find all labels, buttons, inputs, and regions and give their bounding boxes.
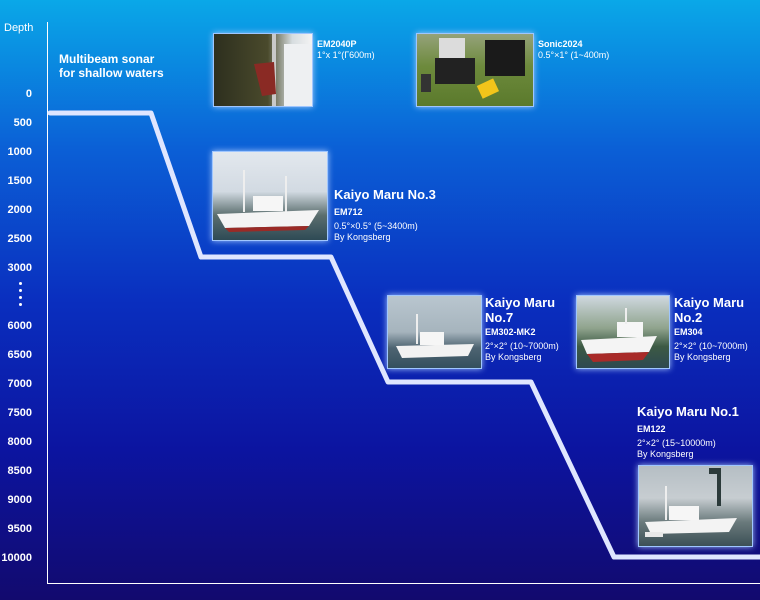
kaiyo-maru-1-photo — [638, 465, 753, 547]
ship-graphic — [396, 314, 474, 358]
depth-axis-line — [47, 22, 48, 584]
kaiyo-maru-7-info: Kaiyo Maru No.7 EM302-MK2 2°×2° (10~7000… — [485, 295, 565, 363]
depth-tick: 1000 — [7, 146, 32, 158]
ship-name: Kaiyo Maru No.1 — [637, 404, 739, 419]
shallow-label-line: Multibeam sonar — [59, 52, 155, 66]
sonic2024-photo — [416, 33, 534, 107]
depth-tick: 9500 — [7, 523, 32, 535]
baseline-axis-line — [47, 583, 760, 584]
depth-tick: 3000 — [7, 262, 32, 274]
sonic2024-spec: 0.5°×1° (1~400m) — [538, 50, 610, 60]
sonar-equipment-graphic — [421, 38, 525, 99]
kaiyo-maru-1-info: Kaiyo Maru No.1 EM122 2°×2° (15~10000m) … — [637, 404, 739, 460]
ship-graphic — [581, 308, 657, 362]
sonar-spec: 2°×2° (15~10000m) — [637, 438, 716, 448]
em2040p-info: EM2040P 1°x 1°(Γ600m) — [317, 39, 375, 61]
em2040p-photo — [213, 33, 313, 107]
kaiyo-maru-7-photo — [387, 295, 482, 369]
depth-tick: 7000 — [7, 378, 32, 390]
kaiyo-maru-2-info: Kaiyo Maru No.2 EM304 2°×2° (10~7000m) B… — [674, 295, 754, 363]
kaiyo-maru-2-photo — [576, 295, 670, 369]
depth-tick: 7500 — [7, 407, 32, 419]
ship-name: Kaiyo Maru No.3 — [334, 187, 436, 202]
seabed-profile-line — [47, 110, 760, 560]
depth-tick: 6500 — [7, 349, 32, 361]
depth-tick: 0 — [25, 88, 32, 100]
depth-tick: 1500 — [7, 175, 32, 187]
ship-name: Kaiyo Maru No.7 — [485, 295, 556, 325]
depth-tick: 8000 — [7, 436, 32, 448]
sonar-model: EM304 — [674, 327, 703, 337]
depth-tick: 8500 — [7, 465, 32, 477]
em2040p-spec: 1°x 1°(Γ600m) — [317, 50, 375, 60]
sonar-pole-graphic — [254, 34, 312, 106]
ship-graphic — [217, 170, 319, 232]
sonic2024-info: Sonic2024 0.5°×1° (1~400m) — [538, 39, 609, 61]
sonar-spec: 0.5°×0.5° (5~3400m) — [334, 221, 418, 231]
sonar-model: EM302-MK2 — [485, 327, 536, 337]
depth-tick: 500 — [13, 117, 32, 129]
kaiyo-maru-3-photo — [212, 151, 328, 241]
sonar-spec: 2°×2° (10~7000m) — [674, 341, 748, 351]
shallow-waters-label: Multibeam sonar for shallow waters — [59, 52, 164, 80]
depth-tick: 10000 — [1, 552, 32, 564]
sonar-maker: By Kongsberg — [485, 352, 542, 362]
shallow-label-line: for shallow waters — [59, 66, 164, 80]
sonar-maker: By Kongsberg — [674, 352, 731, 362]
axis-break-dots — [19, 282, 23, 310]
sonar-model: EM712 — [334, 207, 363, 217]
em2040p-model: EM2040P — [317, 39, 357, 49]
sonic2024-model: Sonic2024 — [538, 39, 583, 49]
ship-name: Kaiyo Maru No.2 — [674, 295, 745, 325]
depth-tick: 2000 — [7, 204, 32, 216]
depth-tick: 9000 — [7, 494, 32, 506]
kaiyo-maru-3-info: Kaiyo Maru No.3 EM712 0.5°×0.5° (5~3400m… — [334, 187, 436, 243]
sonar-model: EM122 — [637, 424, 666, 434]
depth-tick: 6000 — [7, 320, 32, 332]
depth-axis-title: Depth — [4, 22, 34, 34]
sonar-spec: 2°×2° (10~7000m) — [485, 341, 559, 351]
ship-graphic — [645, 468, 737, 537]
sonar-maker: By Kongsberg — [637, 449, 694, 459]
sonar-maker: By Kongsberg — [334, 232, 391, 242]
depth-tick: 2500 — [7, 233, 32, 245]
